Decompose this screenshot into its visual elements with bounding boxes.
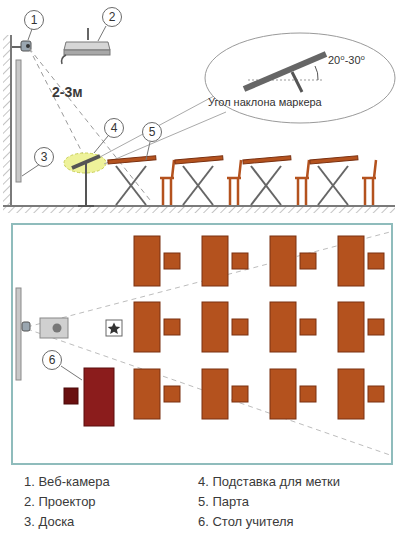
view-line (29, 48, 86, 160)
callout-number: 4 (104, 118, 124, 138)
webcam (12, 41, 31, 51)
callout-number: 6 (42, 350, 62, 370)
webcam-plan (22, 322, 30, 331)
callout-number-text: 5 (149, 125, 156, 139)
key-item: 2. Проектор (24, 494, 96, 509)
callout-leader (104, 112, 226, 164)
teacher-desk (64, 368, 114, 426)
callout-number-text: 4 (111, 121, 118, 135)
room-plan (12, 224, 392, 464)
key-item: 1. Веб-камера (24, 474, 110, 489)
angle-callout: 20⁰-30⁰ Угол наклона маркера (204, 32, 396, 124)
callout-caption: Угол наклона маркера (208, 96, 322, 108)
callout-number: 3 (34, 147, 54, 167)
callout-number: 2 (102, 7, 122, 27)
key-item: 6. Стол учителя (198, 514, 294, 529)
callout-number-text: 6 (49, 353, 56, 367)
marker-plan (106, 320, 122, 336)
desk-row-side (108, 156, 376, 205)
callout-ellipse (204, 32, 396, 124)
key-item: 4. Подставка для метки (198, 474, 340, 489)
key-item: 3. Доска (24, 514, 74, 529)
marker-stand-base (78, 205, 94, 207)
wall-hatch (3, 35, 11, 207)
wall (10, 35, 12, 206)
projector-plan (40, 318, 68, 338)
angle-value: 20⁰-30⁰ (328, 54, 365, 67)
leader-lines (22, 26, 150, 380)
board (16, 60, 21, 182)
callout-number-text: 3 (41, 150, 48, 164)
floor-hatch (3, 206, 395, 213)
key-item: 5. Парта (198, 494, 249, 509)
callout-number: 5 (142, 122, 162, 142)
marker (72, 156, 100, 168)
callout-number-text: 2 (109, 10, 116, 24)
projector (62, 28, 111, 64)
marker-stand (85, 162, 87, 206)
board-plan (16, 288, 21, 380)
floor (3, 205, 395, 207)
desk-grid (134, 236, 384, 419)
view-line (29, 48, 150, 200)
callout-leader (100, 96, 214, 157)
callout-number-text: 1 (31, 13, 38, 27)
callout-number: 1 (24, 10, 44, 30)
distance-label: 2-3м (52, 84, 83, 100)
